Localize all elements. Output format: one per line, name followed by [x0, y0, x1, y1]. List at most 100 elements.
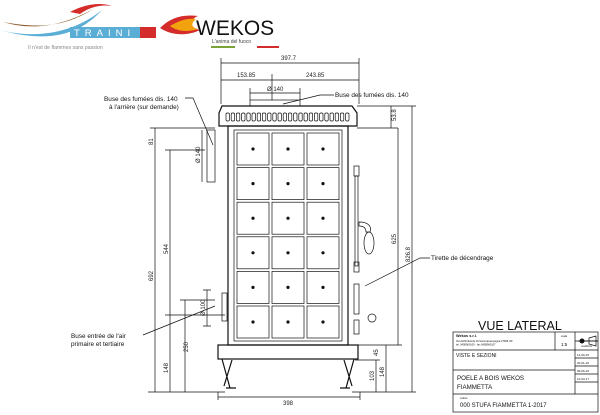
traini-wordmark: TRAINI	[74, 28, 135, 39]
air-intake-note: Buse entrée de l'air	[71, 333, 127, 340]
cap-fin	[256, 112, 261, 122]
door-panel	[306, 167, 340, 200]
panel-rivet	[251, 251, 255, 255]
rear-flue-note: Buse des fumées dis. 140	[104, 96, 178, 103]
svg-text:Ø 140: Ø 140	[196, 146, 202, 163]
svg-text:Via dell'Industria 10 Sommacam: Via dell'Industria 10 Sommacampagna 3706…	[456, 339, 513, 343]
door-panel	[236, 201, 270, 235]
svg-text:14-09-15: 14-09-15	[577, 353, 589, 357]
door-panel	[271, 132, 305, 166]
top-flue-note: Buse des fumées dis. 140	[335, 92, 409, 99]
door-panel	[306, 201, 340, 235]
svg-text:53.8: 53.8	[392, 109, 398, 121]
cap-fin	[230, 112, 235, 122]
svg-text:tel. 0458960100 - fax 04589601: tel. 0458960100 - fax 0458960107	[456, 343, 496, 347]
panel-rivet	[321, 251, 325, 255]
door-handle	[358, 221, 371, 233]
wekos-tagline: L'anima del fuoco	[212, 39, 251, 45]
cap-fin	[324, 112, 329, 122]
panel-rivet	[321, 147, 325, 151]
door-panel	[306, 236, 340, 270]
panel-rivet	[321, 320, 325, 324]
cap-fin	[293, 112, 298, 122]
svg-text:Ø 140: Ø 140	[267, 87, 284, 93]
cap-fin	[267, 112, 272, 122]
svg-text:243.85: 243.85	[306, 73, 325, 79]
panel-rivet	[286, 147, 290, 151]
panel-rivet	[251, 320, 255, 324]
wekos-wordmark: WEKOS	[196, 17, 274, 40]
svg-text:250: 250	[184, 341, 190, 352]
cap-fin	[298, 112, 303, 122]
cap-fin	[282, 112, 287, 122]
svg-text:POELE A BOIS WEKOS: POELE A BOIS WEKOS	[457, 375, 524, 382]
svg-text:Ø 100: Ø 100	[201, 299, 207, 316]
svg-text:codice: codice	[460, 396, 468, 400]
svg-text:à l'arrière (sur demande): à l'arrière (sur demande)	[109, 104, 179, 111]
traini-logo: TRAINI Il n'est de flammes sans passion	[0, 4, 156, 51]
legs	[221, 358, 355, 389]
annotations: Buse des fumées dis. 140 à l'arrière (su…	[71, 92, 494, 348]
door-panel	[271, 201, 305, 235]
door-panel	[306, 132, 340, 166]
cap-fin	[334, 112, 339, 122]
door-panel	[271, 236, 305, 270]
svg-text:81: 81	[149, 138, 155, 145]
svg-text:544: 544	[164, 243, 170, 254]
panel-rivet	[286, 216, 290, 220]
svg-text:modifiche: modifiche	[581, 344, 593, 348]
air-intake	[221, 292, 228, 322]
svg-text:VISTE E SEZIONI: VISTE E SEZIONI	[456, 353, 497, 359]
cap-fin	[319, 112, 324, 122]
cap-fin	[288, 112, 293, 122]
panel-rivet	[286, 182, 290, 186]
svg-text:826.8: 826.8	[406, 246, 412, 262]
svg-text:625: 625	[392, 233, 398, 244]
view-title: VUE LATERAL	[478, 319, 562, 333]
door-panel	[306, 305, 340, 339]
cap-fin	[345, 112, 350, 122]
svg-text:692: 692	[149, 270, 155, 281]
door-panel	[236, 132, 270, 166]
svg-text:scala: scala	[561, 334, 568, 338]
panel-rivet	[321, 182, 325, 186]
svg-text:45: 45	[374, 349, 380, 356]
title-block: VUE LATERAL Wekos s.r.l. Via dell'Indust…	[452, 319, 599, 413]
cap-fin	[236, 112, 241, 122]
svg-text:397.7: 397.7	[281, 56, 297, 62]
wekos-logo: WEKOS L'anima del fuoco	[160, 15, 279, 48]
door-panel	[236, 305, 270, 339]
door-panel	[306, 271, 340, 304]
cap-fin	[329, 112, 334, 122]
top-flue	[249, 99, 301, 107]
svg-text:000 STUFA FIAMMETTA 1-2017: 000 STUFA FIAMMETTA 1-2017	[460, 403, 547, 409]
svg-text:153.85: 153.85	[237, 73, 256, 79]
traini-tagline: Il n'est de flammes sans passion	[28, 45, 103, 51]
svg-text:148: 148	[380, 366, 386, 377]
panel-rivet	[251, 147, 255, 151]
panel-rivet	[321, 285, 325, 289]
cap-fin	[277, 112, 282, 122]
door-panel	[271, 271, 305, 304]
cap-fin	[272, 112, 277, 122]
svg-text:20-01-16: 20-01-16	[577, 361, 589, 365]
door-panel	[236, 236, 270, 270]
svg-text:FIAMMETTA: FIAMMETTA	[457, 384, 493, 391]
dimensions	[148, 58, 416, 400]
cap-fin	[314, 112, 319, 122]
cap-fin	[340, 112, 345, 122]
ash-rod-note: Tirette de décendrage	[431, 255, 494, 262]
cap-fin	[251, 112, 256, 122]
cap-fin	[303, 112, 308, 122]
rear-flue	[206, 129, 216, 183]
door-panel	[236, 271, 270, 304]
stove-side-view	[206, 99, 377, 389]
svg-text:primaire et tertiaire: primaire et tertiaire	[71, 341, 125, 348]
panel-rivet	[251, 216, 255, 220]
dimension-labels: 397.7 153.85 243.85 Ø 140 53.8 826.8 625…	[149, 56, 412, 407]
svg-text:10-03-17: 10-03-17	[577, 377, 589, 381]
svg-text:148: 148	[164, 362, 170, 373]
panel-rivet	[286, 251, 290, 255]
svg-text:09-06-16: 09-06-16	[577, 369, 589, 373]
top-cap	[218, 105, 358, 127]
